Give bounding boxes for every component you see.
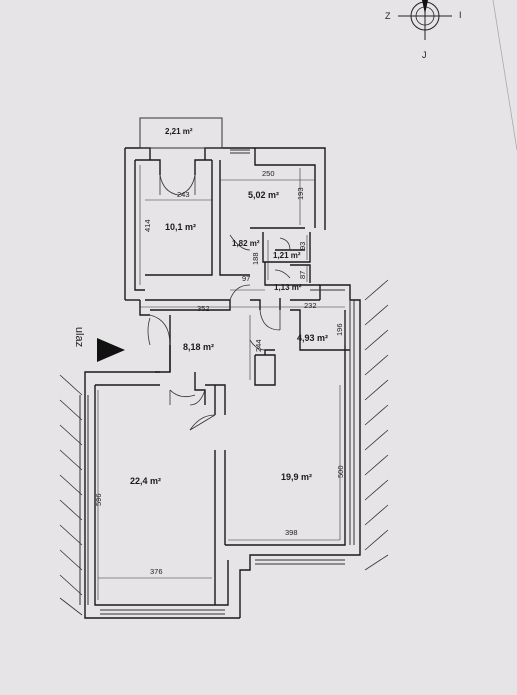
page-edge-line (492, 0, 517, 151)
dimension-lines (97, 165, 346, 600)
room-area-bedroom: 10,1 m² (165, 222, 196, 232)
dimension-label: 196 (335, 323, 344, 336)
room-area-wc: 1,21 m² (273, 251, 301, 260)
room-area-living-right: 19,9 m² (281, 472, 312, 482)
room-area-bathroom: 5,02 m² (248, 190, 279, 200)
room-area-hall: 8,18 m² (183, 342, 214, 352)
dimension-label: 193 (296, 187, 305, 200)
entry-label: ulaz (73, 327, 85, 347)
room-area-living-left: 22,4 m² (130, 476, 161, 486)
room-area-storage: 1,13 m² (274, 283, 302, 292)
dimension-label: 500 (336, 465, 345, 478)
dimension-label: 243 (177, 190, 190, 199)
windows (79, 117, 355, 615)
dimension-label: 188 (251, 252, 260, 265)
exterior-hatch-left (59, 374, 83, 616)
door-swings (147, 174, 291, 431)
room-area-corridor-small: 1,82 m² (232, 239, 260, 248)
entry-arrow-icon (97, 338, 125, 362)
dimension-label: 87 (298, 271, 307, 279)
exterior-hatch-right (364, 279, 389, 571)
compass-south-label: J (422, 50, 427, 60)
dimension-label: 97 (242, 274, 250, 283)
dimension-label: 376 (150, 567, 163, 576)
compass-icon (398, 0, 452, 40)
dimension-label: 352 (197, 304, 210, 313)
dimension-label: 250 (262, 169, 275, 178)
compass-east-label: I (459, 10, 462, 20)
dimension-label: 596 (94, 493, 103, 506)
walls (84, 147, 361, 619)
room-area-kitchen: 4,93 m² (297, 333, 328, 343)
dimension-label: 244 (254, 339, 263, 352)
dimension-label: 232 (304, 301, 317, 310)
dimension-label: 398 (285, 528, 298, 537)
dimension-label: 93 (298, 242, 307, 250)
dimension-label: 414 (143, 219, 152, 232)
compass-west-label: Z (385, 11, 391, 21)
room-area-balcony: 2,21 m² (165, 127, 193, 136)
